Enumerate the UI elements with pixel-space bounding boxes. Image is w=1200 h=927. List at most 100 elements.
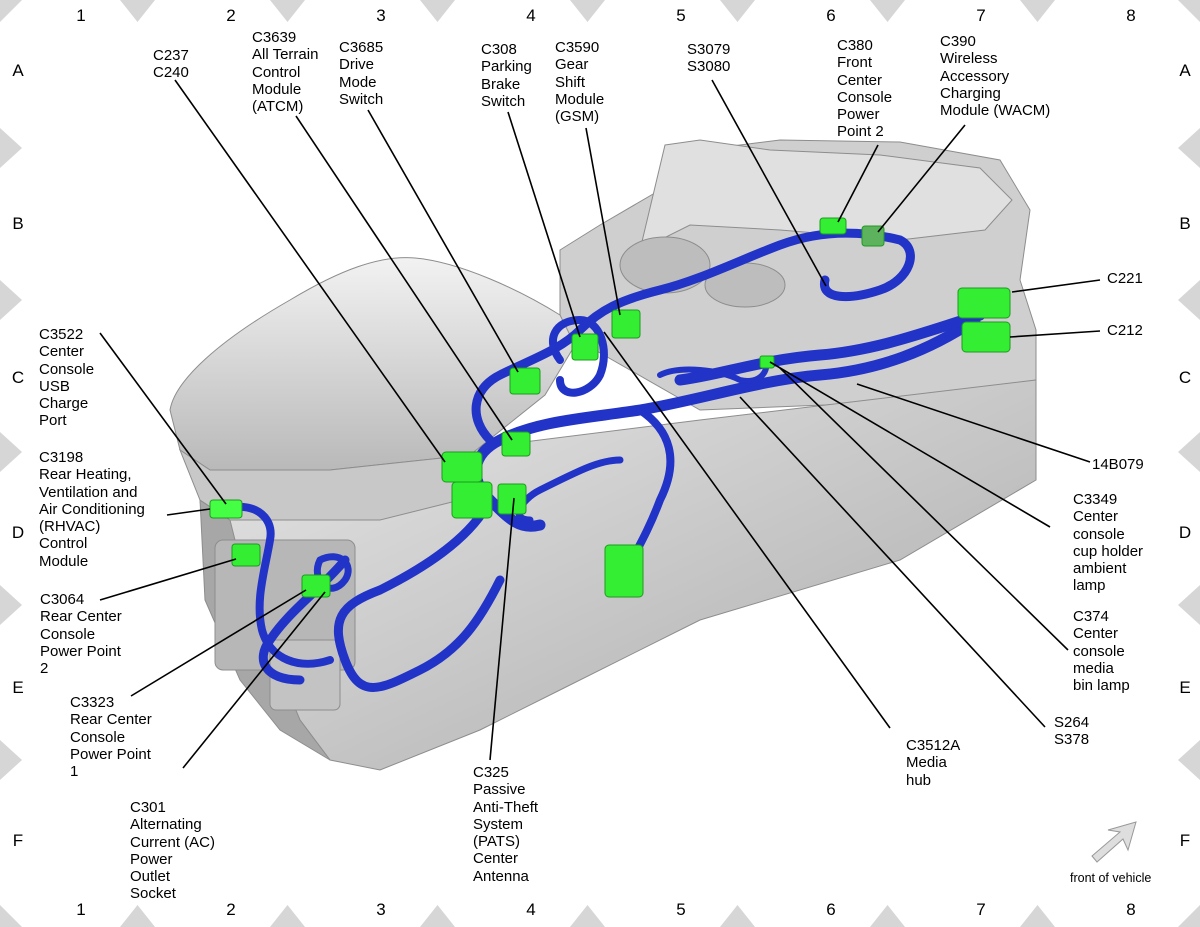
leader-line (367, 109, 519, 373)
leader-line (507, 111, 581, 338)
harness-branch (515, 456, 624, 524)
grid-diamond (870, 0, 905, 22)
callout-c3064: C3064 Rear Center Console Power Point 2 (40, 591, 122, 678)
grid-row-label: E (1179, 678, 1191, 697)
callout-c3639: C3639 All Terrain Control Module (ATCM) (252, 29, 319, 116)
connector-c3323 (301, 574, 331, 598)
grid-row-label: F (1179, 831, 1191, 850)
grid-row-label: B (12, 214, 24, 233)
connector-c3349 (759, 355, 775, 369)
leader-line (585, 127, 621, 316)
connector-c240 (451, 481, 493, 519)
connector-c3639 (501, 431, 531, 457)
callout-c325: C325 Passive Anti-Theft System (PATS) Ce… (473, 764, 539, 885)
leader-line (130, 589, 307, 697)
connectors (209, 217, 1011, 598)
grid-row-label: C (11, 368, 25, 387)
grid-column-label: 8 (1126, 6, 1136, 25)
connector-c325 (497, 483, 527, 515)
connector-c237 (441, 451, 483, 483)
leader-line (856, 383, 1091, 463)
grid-column-label: 3 (376, 6, 386, 25)
leader-line (99, 558, 237, 601)
harness-branch (657, 357, 770, 384)
callout-c237-c240: C237 C240 (153, 47, 189, 82)
grid-diamond (0, 280, 22, 320)
leader-line (295, 115, 513, 441)
grid-diamond (720, 905, 755, 927)
connector-c3512a (604, 544, 644, 598)
connector-c3590 (611, 309, 641, 339)
grid-diamond (0, 0, 22, 22)
callout-c221: C221 (1107, 270, 1143, 287)
grid-row-label: C (1178, 368, 1192, 387)
grid-diamond (1178, 905, 1200, 927)
grid-column-label: 5 (676, 6, 686, 25)
grid-diamond (270, 0, 305, 22)
leader-line (769, 361, 1051, 528)
grid-row-label: B (1179, 214, 1191, 233)
grid-column-label: 2 (226, 900, 236, 919)
grid-diamond (0, 740, 22, 780)
grid-column-label: 5 (676, 900, 686, 919)
connector-c308 (571, 333, 599, 361)
leader-line (779, 367, 1069, 651)
grid-diamond (120, 0, 155, 22)
leader-line (166, 508, 211, 516)
grid-diamond (1178, 128, 1200, 168)
leader-line (99, 332, 227, 505)
grid-column-label: 6 (826, 900, 836, 919)
grid-column-label: 8 (1126, 900, 1136, 919)
callout-c374: C374 Center console media bin lamp (1073, 608, 1130, 695)
callout-c301: C301 Alternating Current (AC) Power Outl… (130, 799, 216, 903)
grid-diamond (420, 905, 455, 927)
grid-column-label: 4 (526, 6, 536, 25)
console-front-top (639, 139, 1013, 251)
callout-c3323: C3323 Rear Center Console Power Point 1 (70, 694, 152, 781)
grid-row-label: D (1178, 523, 1192, 542)
front-of-vehicle-label: front of vehicle (1070, 871, 1152, 885)
callout-c3685: C3685 Drive Mode Switch (339, 39, 384, 108)
grid-row-label: E (12, 678, 24, 697)
grid-diamond (420, 0, 455, 22)
leader-line (174, 79, 446, 463)
grid-row-label: D (11, 523, 25, 542)
callout-14b079: 14B079 (1092, 456, 1144, 473)
grid-row-label: F (12, 831, 24, 850)
grid-column-label: 6 (826, 6, 836, 25)
grid-diamond (1178, 585, 1200, 625)
leader-line (711, 79, 827, 287)
callout-c380: C380 Front Center Console Power Point 2 (837, 37, 893, 141)
grid-diamond (0, 432, 22, 472)
connector-c212 (961, 321, 1011, 353)
grid-diamond (720, 0, 755, 22)
leader-line (603, 331, 891, 729)
leader-line (1011, 279, 1101, 293)
callout-c212: C212 (1107, 322, 1143, 339)
callout-c3349: C3349 Center console cup holder ambient … (1073, 491, 1144, 595)
grid-column-label: 2 (226, 6, 236, 25)
harness-branch (548, 316, 608, 397)
grid-diamond (1020, 905, 1055, 927)
grid-row-label: A (12, 61, 24, 80)
leader-line (182, 591, 326, 769)
grid-diamond (1178, 280, 1200, 320)
grid-diamond (1178, 432, 1200, 472)
harness-rear-loop (221, 502, 334, 668)
callout-c3512a: C3512A Media hub (906, 737, 961, 789)
callout-c308: C308 Parking Brake Switch (481, 41, 532, 110)
callout-c390: C390 Wireless Accessory Charging Module … (940, 33, 1051, 120)
grid-row-label: A (1179, 61, 1191, 80)
leader-line (1009, 330, 1101, 338)
grid-diamond (0, 905, 22, 927)
grid-diamond (870, 905, 905, 927)
grid-column-label: 7 (976, 900, 986, 919)
leader-lines (99, 79, 1101, 769)
leader-line (837, 144, 879, 223)
grid-diamond (270, 905, 305, 927)
grid-diamond (1178, 0, 1200, 22)
grid-diamond (0, 128, 22, 168)
